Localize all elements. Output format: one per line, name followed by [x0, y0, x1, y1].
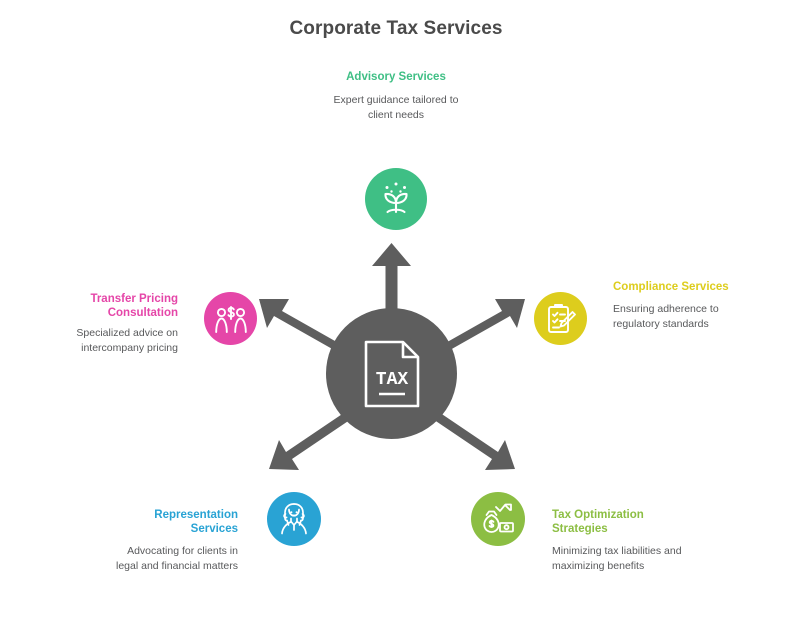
- page-title: Corporate Tax Services: [289, 18, 503, 39]
- hub-circle: [326, 308, 457, 439]
- node-circle-advisory[interactable]: [365, 168, 427, 230]
- central-hub: TAX: [326, 308, 457, 439]
- sprout-plant-icon: [384, 182, 408, 214]
- label-desc-representation: Advocating for clients in legal and fina…: [116, 545, 238, 572]
- label-representation: Representation Services Advocating for c…: [108, 508, 238, 573]
- label-compliance: Compliance Services Ensuring adherence t…: [613, 280, 743, 331]
- label-desc-optimization: Minimizing tax liabilities and maximizin…: [552, 545, 682, 572]
- label-title-representation: Representation Services: [154, 509, 238, 535]
- label-desc-compliance: Ensuring adherence to regulatory standar…: [613, 303, 719, 330]
- label-title-advisory: Advisory Services: [346, 71, 446, 83]
- tax-document-icon: TAX: [364, 340, 419, 407]
- node-circle-optimization[interactable]: [471, 492, 525, 546]
- label-title-optimization: Tax Optimization Strategies: [552, 509, 644, 535]
- label-optimization: Tax Optimization Strategies Minimizing t…: [552, 508, 692, 573]
- money-bag-growth-icon: [483, 503, 514, 533]
- hub-document-label: TAX: [375, 370, 408, 390]
- node-circle-representation[interactable]: [267, 492, 321, 546]
- node-circle-compliance[interactable]: [534, 292, 587, 345]
- node-circle-transfer-pricing[interactable]: [204, 292, 257, 345]
- label-title-compliance: Compliance Services: [613, 281, 729, 293]
- clipboard-checklist-pencil-icon: [547, 303, 576, 333]
- judge-lawyer-icon: [281, 503, 307, 535]
- label-desc-advisory: Expert guidance tailored to client needs: [333, 94, 459, 121]
- two-people-dollar-icon: [214, 305, 247, 333]
- label-desc-transfer-pricing: Specialized advice on intercompany prici…: [76, 327, 178, 354]
- label-transfer-pricing: Transfer Pricing Consultation Specialize…: [52, 292, 178, 355]
- label-title-transfer-pricing: Transfer Pricing Consultation: [90, 293, 178, 319]
- label-advisory: Advisory Services Expert guidance tailor…: [321, 70, 471, 122]
